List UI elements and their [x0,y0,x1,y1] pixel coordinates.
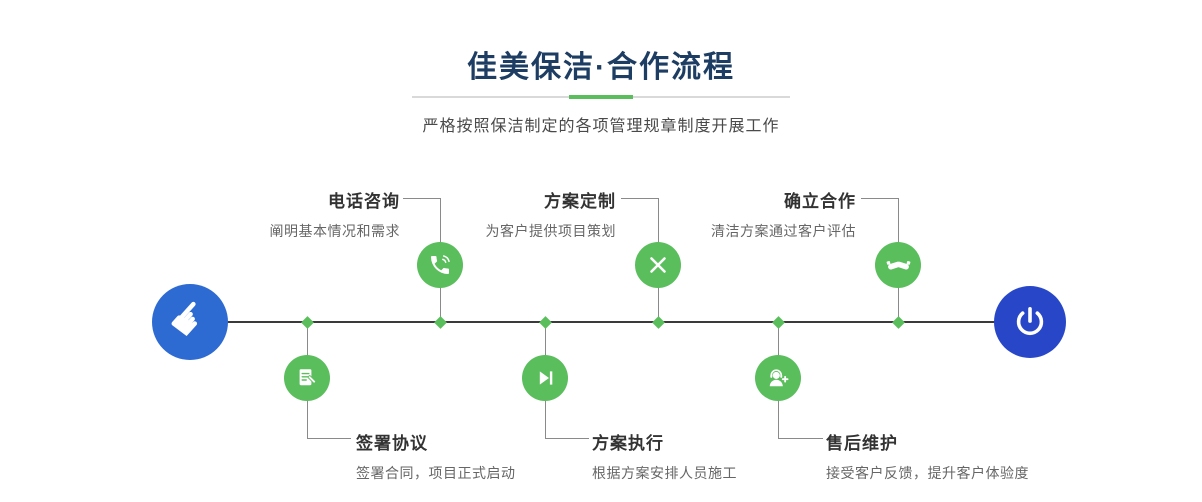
step-circle-handshake [875,242,921,288]
connector-line [861,198,898,199]
pointer-hand-icon: ☛ [157,287,222,351]
node-diamond [772,316,785,329]
handshake-icon [886,260,910,270]
page-subtitle: 严格按照保洁制定的各项管理规章制度开展工作 [422,118,780,135]
step-desc: 为客户提供项目策划 [485,223,616,239]
step-title: 方案执行 [592,434,664,453]
step-circle-execute [522,355,568,401]
connector-line [778,438,823,439]
step-desc: 根据方案安排人员施工 [592,465,737,481]
node-diamond [652,316,665,329]
power-icon [1016,307,1044,336]
node-diamond [892,316,905,329]
page-title: 佳美保洁·合作流程 [467,51,735,84]
step-design: 方案定制 为客户提供项目策划 [420,187,616,241]
timeline-line [196,321,1034,323]
step-circle-phone [417,242,463,288]
step-aftersale: 售后维护 接受客户反馈，提升客户体验度 [826,429,1076,483]
phone-icon [431,255,450,274]
step-desc: 清洁方案通过客户评估 [711,223,856,239]
step-circle-design [635,242,681,288]
start-node: ☛ [152,284,228,360]
step-desc: 阐明基本情况和需求 [269,223,400,239]
title-divider [412,94,790,100]
step-cooperate: 确立合作 清洁方案通过客户评估 [660,187,856,241]
step-title: 方案定制 [544,192,616,211]
step-circle-contract [284,355,330,401]
contract-icon [299,369,317,386]
step-title: 售后维护 [826,434,898,453]
step-desc: 签署合同，项目正式启动 [356,465,516,481]
step-circle-aftersale [755,355,801,401]
connector-line [307,438,351,439]
node-diamond [539,316,552,329]
node-diamond [434,316,447,329]
step-sign: 签署协议 签署合同，项目正式启动 [356,429,586,483]
step-desc: 接受客户反馈，提升客户体验度 [826,465,1029,481]
step-title: 电话咨询 [328,192,400,211]
connector-line [621,198,658,199]
play-forward-icon [539,371,553,385]
connector-line [403,198,440,199]
step-execute: 方案执行 根据方案安排人员施工 [592,429,822,483]
step-phone: 电话咨询 阐明基本情况和需求 [200,187,400,241]
headset-plus-icon [769,369,789,387]
end-node [994,286,1066,358]
step-title: 签署协议 [356,434,428,453]
node-diamond [301,316,314,329]
connector-line [545,438,589,439]
step-title: 确立合作 [784,192,856,211]
divider-accent [569,95,633,99]
design-pencils-icon [650,257,666,273]
